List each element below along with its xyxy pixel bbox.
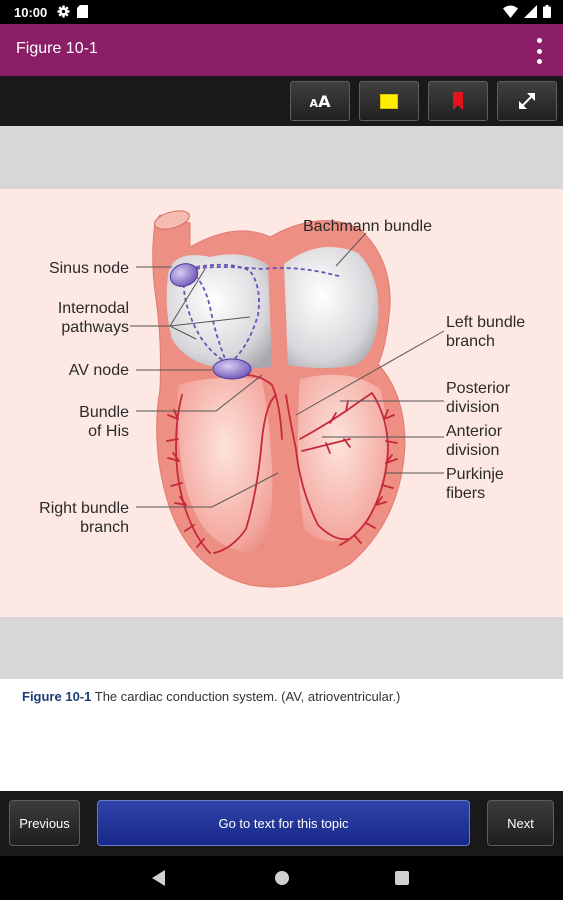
highlight-button[interactable] (359, 81, 419, 121)
page-title: Figure 10-1 (16, 40, 98, 57)
leader-lines (130, 232, 445, 508)
app-bar: Figure 10-1 (0, 24, 563, 76)
label-anterior-line2: division (446, 442, 499, 459)
toolbar: AA (0, 76, 563, 126)
caption-label: Figure 10-1 (22, 689, 92, 704)
caption-area: Figure 10-1 The cardiac conduction syste… (0, 679, 563, 791)
status-bar: 10:00 (0, 0, 563, 24)
figure-viewer[interactable]: Bachmann bundle Sinus node Internodal pa… (0, 126, 563, 679)
label-left-bundle-line2: branch (446, 333, 495, 350)
label-bundle-his-line2: of His (88, 423, 129, 440)
sinus-node (169, 263, 199, 287)
status-time: 10:00 (14, 5, 48, 20)
home-circle-icon[interactable] (275, 871, 289, 885)
label-right-bundle-line1: Right bundle (39, 500, 129, 517)
label-internodal-line1: Internodal (58, 300, 129, 317)
figure-caption: Figure 10-1 The cardiac conduction syste… (22, 689, 400, 704)
sd-card-icon (77, 5, 88, 18)
bookmark-button[interactable] (428, 81, 488, 121)
label-anterior-line1: Anterior (446, 423, 503, 440)
highlight-icon (380, 93, 398, 109)
settings-gear-icon (57, 5, 70, 18)
overflow-dot-icon (536, 48, 542, 54)
expand-arrows-icon (519, 93, 535, 109)
recents-square-icon[interactable] (395, 871, 409, 885)
label-sinus-node: Sinus node (49, 260, 129, 277)
label-purkinje-line1: Purkinje (446, 466, 504, 483)
battery-icon (543, 5, 551, 18)
overflow-dot-icon (536, 38, 542, 43)
caption-text: The cardiac conduction system. (AV, atri… (94, 689, 401, 704)
label-bachmann-bundle: Bachmann bundle (303, 218, 432, 235)
signal-icon (524, 5, 537, 18)
label-av-node: AV node (69, 362, 129, 379)
av-node (212, 358, 252, 380)
figure-image: Bachmann bundle Sinus node Internodal pa… (0, 189, 563, 617)
bookmark-icon (453, 92, 463, 110)
cardiac-conduction-diagram: Bachmann bundle Sinus node Internodal pa… (39, 210, 525, 588)
left-ventricle (298, 374, 388, 542)
previous-button[interactable]: Previous (9, 800, 80, 846)
bottom-nav-bar: Previous Go to text for this topic Next (0, 791, 563, 856)
internodal-pathways (182, 263, 343, 366)
label-bundle-his-line1: Bundle (79, 404, 129, 421)
go-to-text-button[interactable]: Go to text for this topic (97, 800, 470, 846)
right-ventricle (177, 377, 273, 553)
label-posterior-line1: Posterior (446, 380, 511, 397)
back-triangle-icon[interactable] (152, 870, 166, 886)
label-posterior-line2: division (446, 399, 499, 416)
label-internodal-line2: pathways (61, 319, 129, 336)
fullscreen-button[interactable] (497, 81, 557, 121)
system-nav-bar (0, 856, 563, 900)
font-size-button[interactable]: AA (290, 81, 350, 121)
label-purkinje-line2: fibers (446, 485, 485, 502)
left-atrium (284, 247, 379, 368)
label-right-bundle-line2: branch (80, 519, 129, 536)
overflow-menu-button[interactable] (533, 38, 545, 64)
label-left-bundle-line1: Left bundle (446, 314, 525, 331)
conduction-lines (166, 373, 398, 554)
font-size-icon: AA (309, 91, 331, 111)
next-button[interactable]: Next (487, 800, 554, 846)
overflow-dot-icon (536, 59, 542, 64)
wifi-icon (503, 5, 518, 18)
